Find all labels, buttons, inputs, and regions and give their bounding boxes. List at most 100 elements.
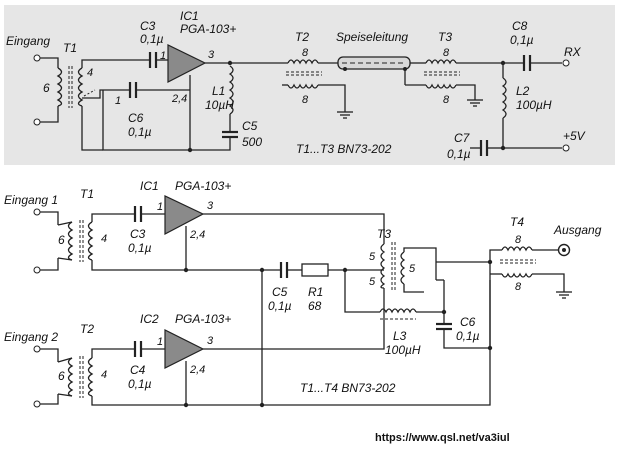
label: Eingang [6, 34, 50, 48]
l2-inductor [501, 77, 507, 119]
t1-secondary [77, 67, 84, 107]
label: Ausgang [553, 223, 602, 237]
ic1-amplifier [164, 195, 205, 235]
input2-terminal [33, 400, 41, 408]
ic1-amplifier [167, 44, 207, 83]
junction [183, 267, 189, 273]
label: 1 [115, 95, 121, 107]
wire [436, 249, 502, 263]
t3-right-winding [400, 251, 406, 285]
label: C7 [454, 131, 471, 145]
label: T3 [438, 30, 452, 44]
bottom-labels: Eingang 1 Eingang 2 T1 6 4 T2 6 4 C3 0,1… [4, 179, 602, 395]
bottom-circuit [33, 195, 572, 408]
label: T3 [377, 227, 391, 241]
wire [40, 211, 59, 225]
label: 8 [302, 94, 309, 106]
label: 4 [101, 233, 107, 245]
wire [318, 84, 346, 112]
wire [81, 59, 150, 68]
label: C3 [140, 19, 156, 33]
t4-primary [501, 246, 533, 252]
label: 10µH [205, 98, 234, 112]
wire [203, 213, 385, 244]
label: 0,1µ [447, 147, 471, 161]
input1-terminal [33, 266, 41, 274]
l3-inductor [379, 308, 417, 314]
label: 0,1µ [128, 377, 152, 391]
junction [183, 402, 189, 408]
label: C5 [242, 119, 258, 133]
label: C6 [128, 111, 144, 125]
label: T4 [510, 215, 524, 229]
label: 8 [515, 234, 522, 246]
wire [91, 348, 135, 358]
label: 100µH [516, 98, 552, 112]
label: 0,1µ [128, 241, 152, 255]
label: Speiseleitung [336, 30, 408, 44]
label: 0,1µ [140, 32, 164, 46]
label: 1 [157, 201, 163, 213]
output-connector [562, 248, 566, 252]
label: 4 [101, 369, 107, 381]
wire [91, 213, 135, 222]
input-terminal [33, 118, 41, 126]
t3-secondary [425, 83, 457, 89]
r1-resistor [301, 263, 329, 277]
t2-primary [67, 357, 74, 397]
junction [187, 147, 193, 153]
top-circuit [33, 44, 570, 156]
wire [57, 357, 73, 363]
label: 8 [302, 47, 309, 59]
label: 68 [308, 299, 322, 313]
label: C6 [460, 315, 476, 329]
wire [203, 288, 385, 350]
input1-terminal [33, 208, 41, 216]
l1-inductor [228, 65, 234, 115]
label: 3 [207, 335, 214, 347]
label: 5 [369, 276, 376, 288]
wire [40, 394, 59, 405]
wire [91, 260, 262, 271]
label: +5V [563, 129, 586, 143]
wire [57, 257, 73, 261]
label: R1 [308, 285, 323, 299]
wire [532, 273, 565, 292]
wire [403, 284, 424, 293]
vcc-terminal [562, 144, 570, 152]
label: 0,1µ [510, 33, 534, 47]
wire [102, 90, 231, 151]
wire [403, 247, 437, 280]
wire [456, 84, 476, 100]
t1-secondary [87, 221, 94, 261]
input2-terminal [33, 345, 41, 353]
label: 6 [58, 233, 65, 247]
wire [57, 393, 73, 397]
label: 2,4 [171, 93, 187, 105]
label: 0,1µ [128, 125, 152, 139]
source-url: https://www.qsl.net/va3iul [375, 432, 510, 444]
label: 6 [58, 369, 65, 383]
wire [57, 221, 73, 226]
label: 5 [369, 251, 376, 263]
t1-primary [67, 221, 74, 261]
label: C4 [130, 363, 146, 377]
label: 3 [208, 49, 215, 61]
wire [40, 348, 59, 362]
t2-secondary [87, 357, 94, 397]
label: 6 [43, 81, 50, 95]
label: 0,1µ [456, 329, 480, 343]
wire [40, 106, 59, 123]
t2-secondary [287, 83, 319, 89]
junction [259, 402, 265, 408]
t4-secondary [501, 272, 533, 278]
label: C5 [272, 285, 288, 299]
label: 100µH [385, 343, 421, 357]
rx-terminal [562, 59, 570, 67]
label: 500 [242, 135, 262, 149]
label: C8 [512, 19, 528, 33]
label: T2 [80, 322, 94, 336]
label: L1 [212, 84, 225, 98]
t2-primary [287, 59, 319, 65]
